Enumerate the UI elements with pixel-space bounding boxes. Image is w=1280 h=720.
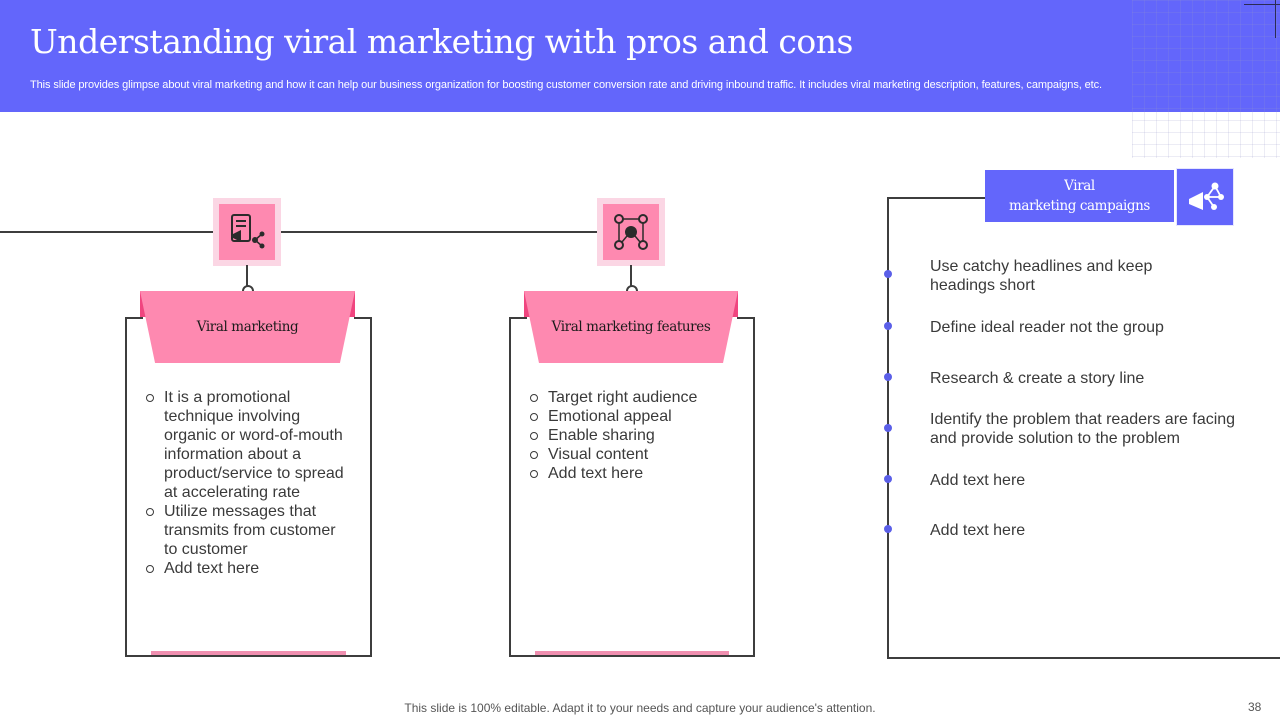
bullet-dot — [884, 322, 892, 330]
campaign-item: Define ideal reader not the group — [930, 319, 1164, 336]
card-connector — [630, 265, 632, 287]
header-bar: Understanding viral marketing with pros … — [0, 0, 1280, 112]
card-icon-tile — [213, 198, 281, 266]
list-item: Visual content — [530, 445, 735, 464]
list-item: Enable sharing — [530, 426, 735, 445]
bullet-dot — [884, 424, 892, 432]
campaign-item: Identify the problem that readers are fa… — [930, 411, 1236, 447]
bullet-dot — [884, 270, 892, 278]
page-number: 38 — [1248, 700, 1262, 714]
card-viral-marketing — [125, 317, 372, 657]
corner-decoration — [1244, 4, 1280, 5]
timeline-line — [281, 231, 599, 233]
grid-decoration — [1132, 0, 1280, 158]
card-list: It is a promotional technique involving … — [146, 388, 351, 578]
campaign-item: Research & create a story line — [930, 370, 1145, 387]
campaigns-top-line — [887, 197, 987, 199]
list-item: Emotional appeal — [530, 407, 735, 426]
network-megaphone-icon — [603, 204, 659, 260]
list-item: Target right audience — [530, 388, 735, 407]
campaigns-title-line2: marketing campaigns — [1009, 198, 1150, 214]
list-item: Utilize messages that transmits from cus… — [146, 502, 351, 559]
campaigns-title-line1: Viral — [1064, 178, 1095, 194]
campaign-item: Add text here — [930, 522, 1026, 539]
card-accent-bar — [535, 651, 729, 655]
page-subtitle: This slide provides glimpse about viral … — [30, 79, 1102, 91]
card-accent-bar — [151, 651, 346, 655]
bullet-dot — [884, 373, 892, 381]
bullet-dot — [884, 475, 892, 483]
list-item: It is a promotional technique involving … — [146, 388, 351, 502]
card-viral-marketing-features — [509, 317, 755, 657]
card-icon-tile — [597, 198, 665, 266]
bullet-dot — [884, 525, 892, 533]
card-title: Viral marketing features — [524, 291, 738, 363]
footer-note: This slide is 100% editable. Adapt it to… — [404, 701, 876, 715]
card-title: Viral marketing — [140, 291, 355, 363]
campaign-item: Add text here — [930, 472, 1026, 489]
list-item: Add text here — [146, 559, 351, 578]
corner-decoration — [1275, 0, 1276, 38]
list-item: Add text here — [530, 464, 735, 483]
page-title: Understanding viral marketing with pros … — [30, 22, 853, 61]
share-megaphone-icon — [1176, 168, 1234, 226]
document-megaphone-icon — [219, 204, 275, 260]
campaign-item: Use catchy headlines and keep headings s… — [930, 258, 1153, 294]
card-connector — [246, 265, 248, 287]
campaigns-title: Viral marketing campaigns — [985, 170, 1174, 222]
card-list: Target right audience Emotional appeal E… — [530, 388, 735, 483]
timeline-line — [0, 231, 214, 233]
